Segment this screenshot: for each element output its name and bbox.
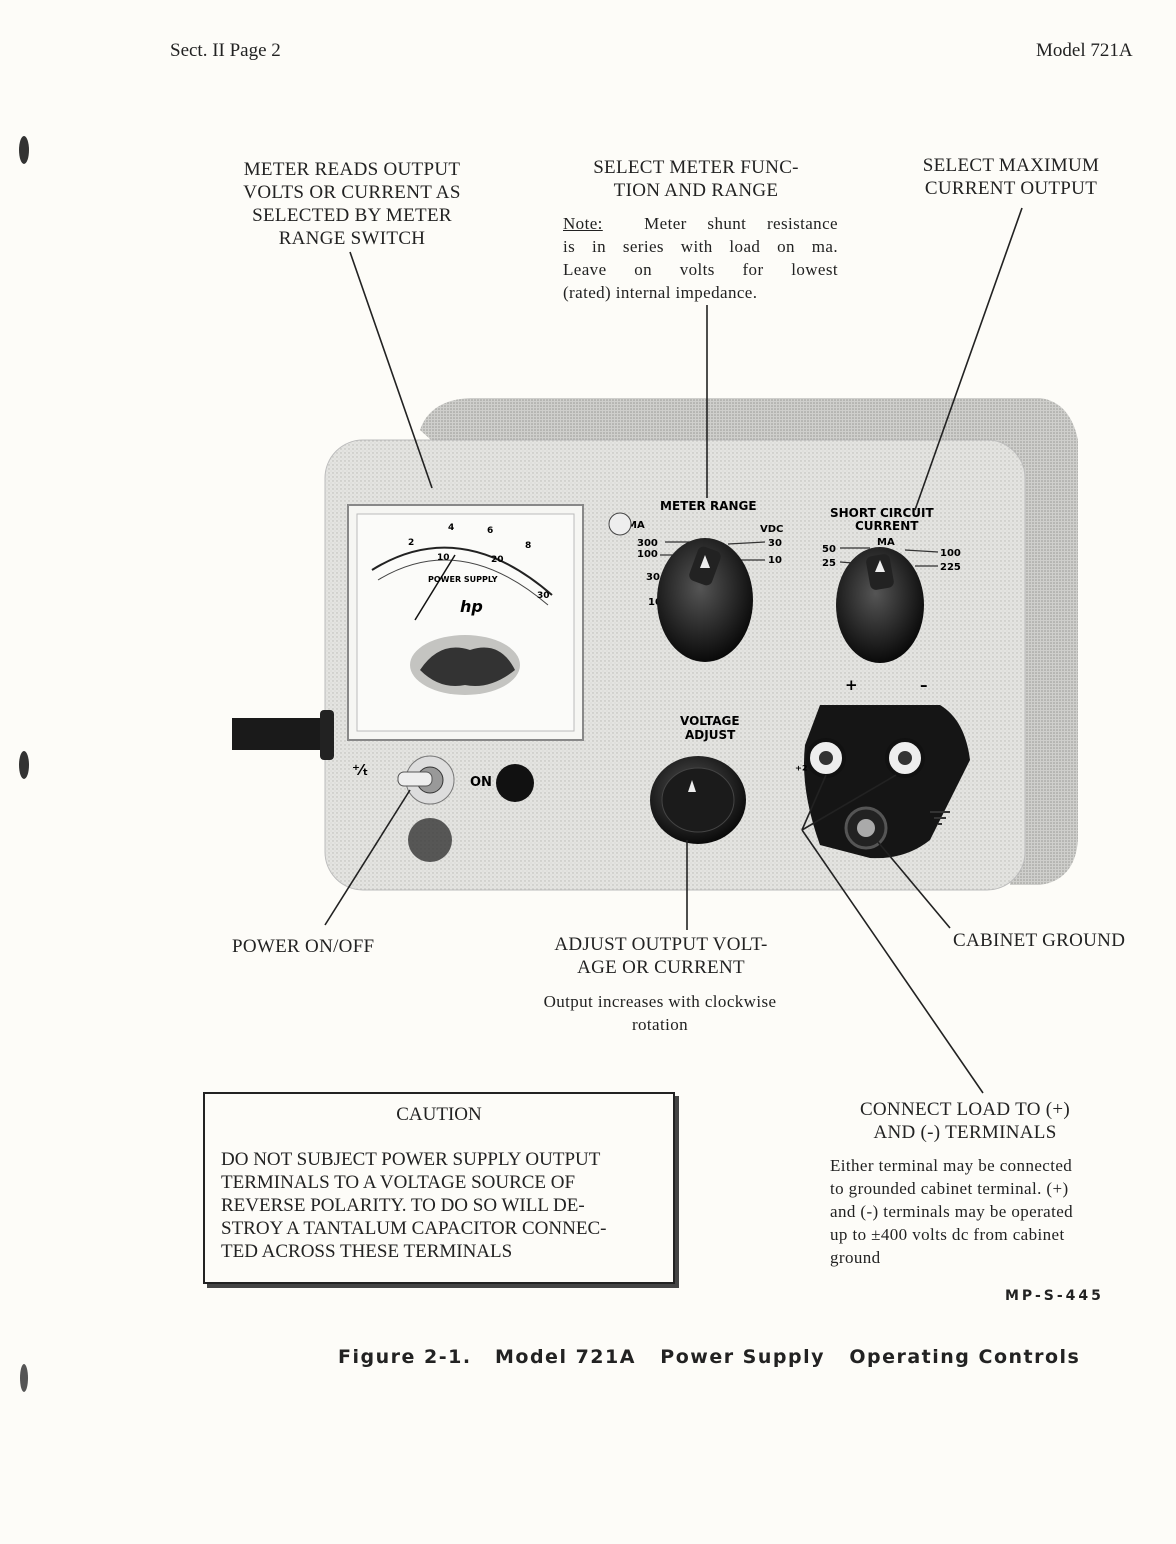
leader-power xyxy=(324,789,411,926)
meter-note-line: is in series with load on ma. xyxy=(563,237,838,256)
callout-connect-load: CONNECT LOAD TO (+) AND (-) TERMINALS xyxy=(845,1098,1085,1144)
callout-meter-reads-line: SELECTED BY METER xyxy=(252,205,452,226)
callout-cabinet-ground: CABINET GROUND xyxy=(953,930,1126,951)
meter-note-line: (rated) internal impedance. xyxy=(563,283,758,302)
figure-number: Figure 2-1. xyxy=(338,1346,472,1368)
binder-holes xyxy=(19,136,29,1392)
range-right-0: 30 xyxy=(768,538,782,549)
callout-select-meter-line: SELECT METER FUNC- xyxy=(593,157,799,178)
callout-select-max-line: CURRENT OUTPUT xyxy=(924,178,1098,199)
voltage-adjust-label-0: VOLTAGE xyxy=(680,714,740,728)
leader-meter xyxy=(349,251,433,489)
leader-max-current xyxy=(914,207,1023,511)
meter-scale-top-1: 4 xyxy=(448,523,454,533)
meter-scale-bottom-2: 30 xyxy=(537,591,550,601)
callout-connect-load-line: CONNECT LOAD TO (+) xyxy=(859,1099,1071,1120)
callout-select-meter: SELECT METER FUNC- TION AND RANGE xyxy=(560,156,832,202)
caution-line: TED ACROSS THESE TERMINALS xyxy=(221,1241,513,1262)
caution-line: REVERSE POLARITY. TO DO SO WILL DE- xyxy=(221,1195,585,1216)
meter-range-label: METER RANGE xyxy=(660,499,757,513)
meter-note-line: Leave on volts for lowest xyxy=(563,260,838,279)
meter-note-line: Meter shunt resistance xyxy=(644,214,838,233)
callout-meter-reads-line: VOLTS OR CURRENT AS xyxy=(243,182,461,203)
plus-label: + xyxy=(845,676,858,694)
on-label: ON xyxy=(470,775,492,790)
callout-meter-reads: METER READS OUTPUT VOLTS OR CURRENT AS S… xyxy=(226,158,478,250)
meter-face-label: POWER SUPPLY xyxy=(428,575,498,584)
meter-brand-logo: hp xyxy=(460,597,483,616)
callout-power: POWER ON/OFF xyxy=(232,936,375,957)
meter-scale-top-2: 6 xyxy=(487,526,493,536)
meter-range-ma: MA xyxy=(627,520,645,531)
voltage-adjust-knob xyxy=(650,756,746,844)
callout-select-max-line: SELECT MAXIMUM xyxy=(922,155,1100,176)
adjust-note-line: Output increases with clockwise xyxy=(543,992,777,1011)
meter-face xyxy=(347,504,584,741)
svg-text:⁺²: ⁺² xyxy=(795,764,808,779)
callout-connect-load-line: AND (-) TERMINALS xyxy=(873,1122,1057,1143)
meter-scale-bottom-1: 20 xyxy=(491,555,504,565)
short-circuit-label-0: SHORT CIRCUIT xyxy=(830,506,934,520)
connect-note-line: Either terminal may be connected xyxy=(830,1156,1073,1175)
meter-scale-top-3: 8 xyxy=(525,541,531,551)
model-header: Model 721A xyxy=(1036,40,1133,61)
connect-note: Either terminal may be connected to grou… xyxy=(830,1154,1145,1269)
leader-cabinet-ground xyxy=(877,841,951,929)
adjust-note-line: rotation xyxy=(631,1015,689,1034)
meter-note: Note: Meter shunt resistance is in serie… xyxy=(563,212,838,304)
connect-note-line: and (-) terminals may be operated xyxy=(830,1202,1074,1221)
meter-scale-bottom-0: 10 xyxy=(437,553,450,563)
callout-adjust-line: AGE OR CURRENT xyxy=(577,957,745,978)
connect-note-line: to grounded cabinet terminal. (+) xyxy=(830,1179,1069,1198)
short-circuit-knob xyxy=(836,547,924,663)
caution-line: TERMINALS TO A VOLTAGE SOURCE OF xyxy=(221,1172,576,1193)
callout-meter-reads-line: METER READS OUTPUT xyxy=(243,159,461,180)
svg-text:⁺⁄ₜ: ⁺⁄ₜ xyxy=(352,761,368,779)
minus-label: – xyxy=(920,676,928,694)
callout-select-meter-line: TION AND RANGE xyxy=(613,180,779,201)
range-left-3: 10 xyxy=(648,597,662,608)
caution-title: CAUTION xyxy=(396,1104,482,1125)
sc-right-0: 100 xyxy=(940,548,961,559)
sc-left-0: 50 xyxy=(822,544,836,555)
connect-note-line: ground xyxy=(830,1248,881,1267)
caution-line: DO NOT SUBJECT POWER SUPPLY OUTPUT xyxy=(221,1149,601,1170)
short-circuit-ma: MA xyxy=(877,537,895,548)
sc-right-1: 225 xyxy=(940,562,961,573)
caution-body: DO NOT SUBJECT POWER SUPPLY OUTPUT TERMI… xyxy=(221,1148,659,1263)
meter-scale-top-0: 2 xyxy=(408,538,414,548)
meter-range-vdc: VDC xyxy=(760,524,783,535)
caution-line: STROY A TANTALUM CAPACITOR CONNEC- xyxy=(221,1218,607,1239)
voltage-adjust-label-1: ADJUST xyxy=(685,728,736,742)
range-left-2: 30 xyxy=(646,572,660,583)
short-circuit-label-1: CURRENT xyxy=(855,519,919,533)
leader-connect-load xyxy=(801,829,984,1094)
meter-note-label: Note: xyxy=(563,214,603,233)
page-section-header: Sect. II Page 2 xyxy=(170,40,281,61)
caution-box: CAUTION DO NOT SUBJECT POWER SUPPLY OUTP… xyxy=(203,1092,675,1284)
figure-title: Model 721A Power Supply Operating Contro… xyxy=(495,1346,1081,1368)
range-right-1: 10 xyxy=(768,555,782,566)
callout-adjust-line: ADJUST OUTPUT VOLT- xyxy=(554,934,768,955)
mp-number: MP-S-445 xyxy=(1005,1288,1104,1304)
callout-adjust: ADJUST OUTPUT VOLT- AGE OR CURRENT xyxy=(535,933,787,979)
range-left-1: 100 xyxy=(637,549,658,560)
output-terminal-block xyxy=(804,705,970,859)
range-left-0: 300 xyxy=(637,538,658,549)
connect-note-line: up to ±400 volts dc from cabinet xyxy=(830,1225,1065,1244)
callout-select-max: SELECT MAXIMUM CURRENT OUTPUT xyxy=(905,154,1117,200)
callout-meter-reads-line: RANGE SWITCH xyxy=(278,228,426,249)
meter-range-knob xyxy=(657,538,753,662)
sc-left-1: 25 xyxy=(822,558,836,569)
adjust-note: Output increases with clockwise rotation xyxy=(505,990,815,1036)
